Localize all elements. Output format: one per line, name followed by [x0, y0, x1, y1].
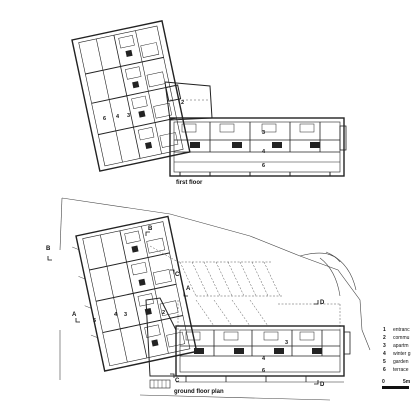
- section-mark-c-top: C: [175, 272, 180, 278]
- section-mark-d-bottom: D: [320, 382, 325, 388]
- scale-bar-line: [382, 386, 409, 389]
- legend-num-3: 3: [383, 343, 386, 349]
- section-markers: [47, 231, 319, 385]
- scale-bar-start: 0: [382, 379, 385, 385]
- section-mark-a-right: A: [186, 286, 191, 292]
- legend-num-1: 1: [383, 327, 386, 333]
- legend-label-4: winter g: [393, 351, 411, 357]
- site-boundary: [59, 197, 371, 401]
- first-floor-straight-wing: [169, 117, 347, 177]
- legend-label-3: apartm: [393, 343, 409, 349]
- first-floor-title: first floor: [176, 180, 203, 186]
- legend-num-2: 2: [383, 335, 386, 341]
- ff-label-6: 6: [262, 163, 265, 169]
- ground-floor-angled-wing: [72, 215, 198, 372]
- gf-label-3: 3: [124, 312, 127, 318]
- gf-straight-label-4: 4: [262, 356, 266, 362]
- ff-label-3: 3: [262, 130, 265, 136]
- section-mark-a-left: A: [72, 312, 77, 318]
- ff-wing-label-3: 3: [127, 113, 130, 119]
- gf-label-4: 4: [114, 312, 118, 318]
- legend-label-6: terrace: [393, 367, 409, 373]
- gf-label-5: 5: [93, 318, 96, 324]
- section-mark-b-top: B: [148, 226, 153, 232]
- legend-num-4: 4: [383, 351, 386, 357]
- scale-bar-end: 5m: [403, 379, 411, 385]
- legend: 1 entranc 2 commu 3 apartm 4 winter g 5 …: [383, 327, 411, 373]
- legend-label-1: entranc: [393, 327, 410, 333]
- section-mark-b-left: B: [46, 246, 51, 252]
- legend-label-5: garden: [393, 359, 409, 365]
- gf-label-2: 2: [162, 310, 165, 316]
- ff-label-4: 4: [262, 149, 266, 155]
- ff-wing-label-4: 4: [116, 114, 120, 120]
- scale-bar: 0 5m: [382, 379, 411, 389]
- parking-area: [149, 245, 341, 330]
- ff-label-2: 2: [181, 100, 184, 106]
- gf-straight-label-3: 3: [285, 340, 288, 346]
- ground-floor-straight-wing: [145, 297, 351, 389]
- first-floor-angled-wing: [71, 20, 191, 172]
- legend-num-5: 5: [383, 359, 386, 365]
- gf-straight-label-6: 6: [262, 368, 265, 374]
- section-mark-d-top: D: [320, 300, 325, 306]
- legend-label-2: commu: [393, 335, 410, 341]
- ff-wing-label-6: 6: [103, 116, 106, 122]
- section-mark-c-bottom: C: [175, 378, 180, 384]
- ground-floor-title: ground floor plan: [174, 389, 224, 395]
- legend-num-6: 6: [383, 367, 386, 373]
- first-floor-plan: [71, 20, 347, 177]
